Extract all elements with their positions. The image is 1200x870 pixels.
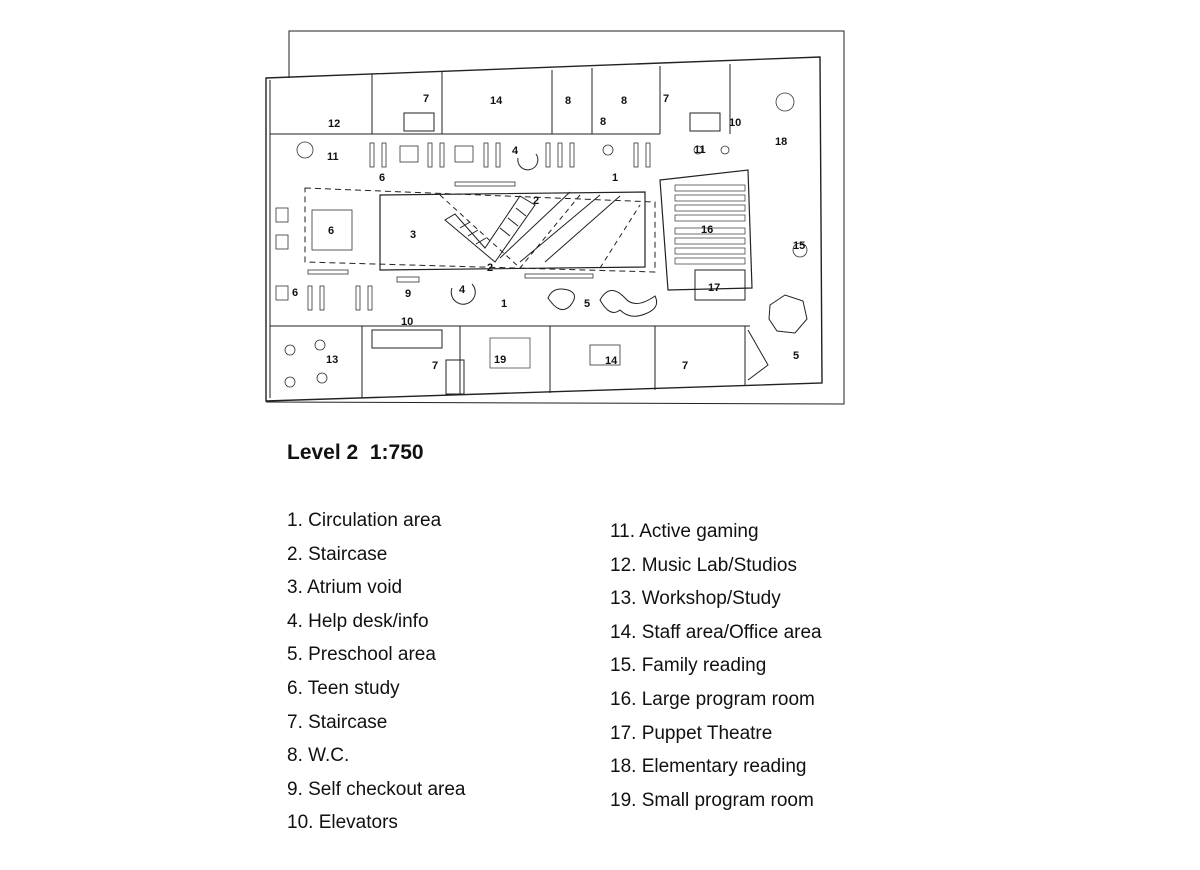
room-label: 9	[405, 288, 411, 300]
bookshelves	[275, 142, 651, 311]
room-label: 6	[328, 225, 334, 237]
room-label: 8	[600, 116, 606, 128]
room-label: 7	[682, 360, 688, 372]
north-wall-band	[269, 64, 731, 398]
room-label: 7	[432, 360, 438, 372]
room-label: 5	[584, 298, 590, 310]
room-label: 1	[612, 172, 618, 184]
room-label: 18	[775, 136, 787, 148]
room-label: 6	[379, 172, 385, 184]
atrium-void	[379, 191, 646, 271]
program-room-16	[659, 169, 753, 291]
site-outline	[265, 30, 845, 405]
room-label: 8	[565, 95, 571, 107]
help-desk-south	[450, 283, 476, 305]
room-label: 7	[663, 93, 669, 105]
legend-item: 7. Staircase	[287, 711, 388, 733]
legend-column-2: 11. Active gaming 12. Music Lab/Studios …	[610, 520, 822, 822]
room-label: 10	[729, 117, 741, 129]
room-label: 3	[410, 229, 416, 241]
plan-title: Level 2 1:750	[287, 441, 424, 464]
legend-item: 14. Staff area/Office area	[610, 621, 822, 643]
fountain-feature	[768, 294, 808, 334]
room-label: 7	[423, 93, 429, 105]
room-label: 4	[512, 145, 519, 157]
room-label: 11	[694, 144, 706, 156]
legend-item: 4. Help desk/info	[287, 610, 429, 632]
sloped-edge	[747, 329, 769, 381]
building-outline	[265, 56, 823, 402]
legend-item: 9. Self checkout area	[287, 778, 466, 800]
legend-item: 10. Elevators	[287, 812, 398, 834]
legend-item: 17. Puppet Theatre	[610, 722, 773, 744]
room-label: 2	[487, 262, 493, 274]
legend-item: 8. W.C.	[287, 745, 350, 767]
legend-item: 18. Elementary reading	[610, 756, 807, 778]
legend-item: 13. Workshop/Study	[610, 588, 781, 610]
room-label: 14	[490, 95, 503, 107]
tables-and-chairs	[284, 92, 808, 388]
stair-box-nw	[403, 112, 435, 132]
room-label: 11	[327, 151, 339, 163]
legend-item: 15. Family reading	[610, 655, 767, 677]
legend-item: 12. Music Lab/Studios	[610, 554, 797, 576]
stair-box-s	[445, 359, 465, 395]
staircase	[444, 195, 536, 263]
atrium-dashed-zone	[304, 187, 656, 273]
room-label: 12	[328, 118, 340, 130]
legend-item: 16. Large program room	[610, 688, 815, 710]
room-label: 10	[401, 316, 413, 328]
floor-plan: 12 7 14 8 8 8 7 10 18 11 4 11 6 1 2 6 3 …	[265, 30, 845, 405]
room-label: 6	[292, 287, 298, 299]
room-labels: 12 7 14 8 8 8 7 10 18 11 4 11 6 1 2 6 3 …	[292, 93, 805, 372]
room-label: 16	[701, 224, 713, 236]
legend-item: 19. Small program room	[610, 789, 814, 811]
legend-item: 5. Preschool area	[287, 644, 436, 666]
preschool-counter	[547, 288, 658, 317]
elevator-block-north	[689, 112, 721, 132]
room-label: 2	[533, 195, 539, 207]
void-diagonals	[499, 191, 621, 263]
room-label: 17	[708, 282, 720, 294]
legend-item: 11. Active gaming	[610, 521, 759, 542]
legend-item: 3. Atrium void	[287, 577, 403, 599]
room-label: 1	[501, 298, 507, 310]
legend-item: 6. Teen study	[287, 677, 400, 699]
elevator-block-south	[371, 329, 443, 349]
room-label: 19	[494, 354, 506, 366]
room-label: 8	[621, 95, 627, 107]
legend-column-1: 1. Circulation area 2. Staircase 3. Atri…	[287, 509, 466, 845]
room-label: 15	[793, 240, 805, 252]
legend-item: 2. Staircase	[287, 543, 388, 565]
puppet-theatre	[694, 269, 746, 301]
help-desk-north	[517, 153, 539, 171]
room-label: 14	[605, 355, 618, 367]
legend-item: 1. Circulation area	[287, 510, 442, 531]
room-label: 13	[326, 354, 338, 366]
room-label: 5	[793, 350, 799, 362]
room-label: 4	[459, 284, 466, 296]
seating-rows	[489, 184, 746, 369]
void-dashed-diagonals	[439, 194, 641, 269]
